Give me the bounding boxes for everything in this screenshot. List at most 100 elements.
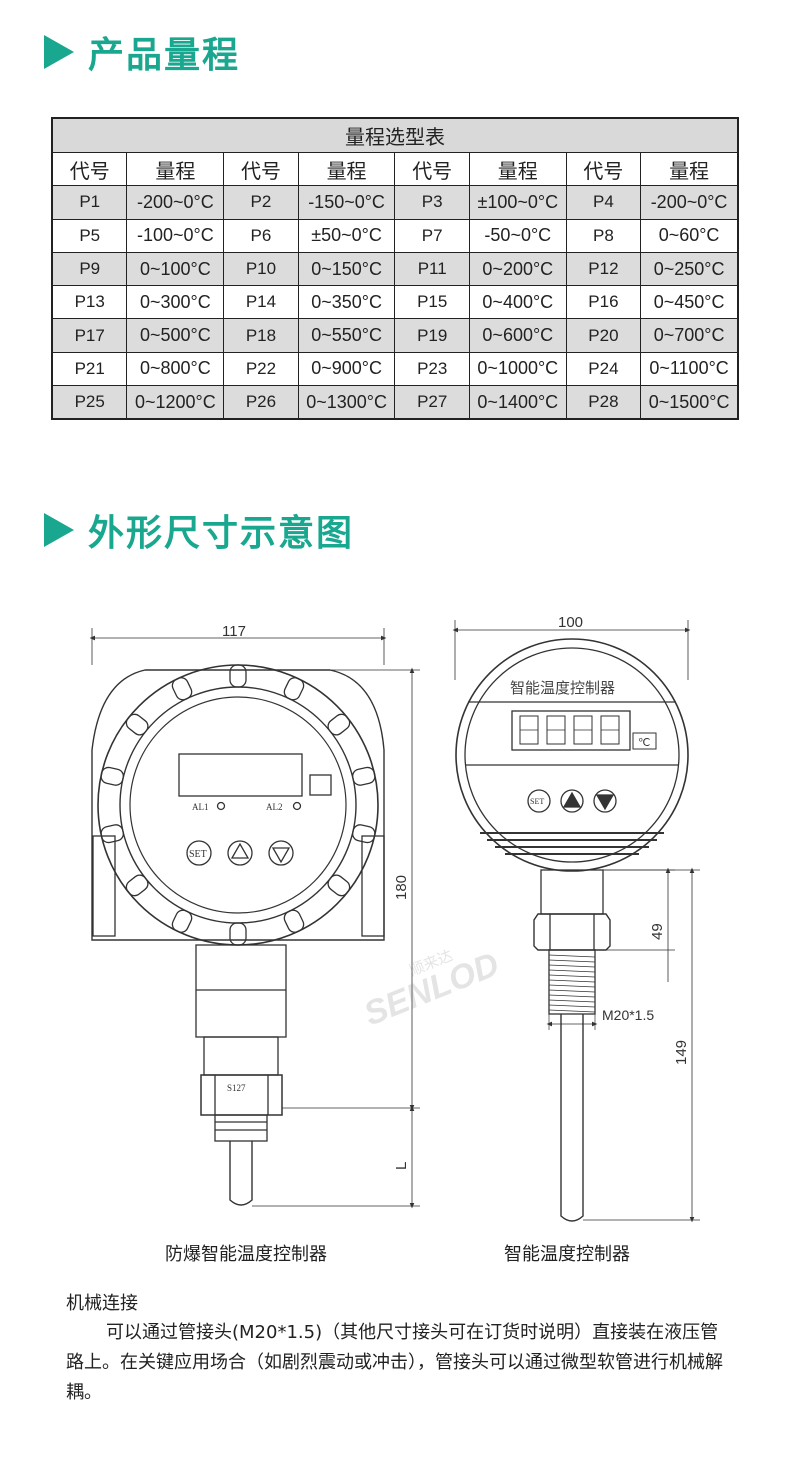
cell-range: 0~800°C	[126, 351, 225, 387]
cell-range: 0~1500°C	[640, 385, 739, 420]
section-heading-dimensions: 外形尺寸示意图	[44, 504, 354, 556]
cell-range: 0~1100°C	[640, 351, 739, 387]
cell-range: 0~400°C	[468, 285, 567, 320]
smart-controller-drawing	[452, 620, 700, 1223]
mechanical-connection-body: 可以通过管接头(M20*1.5)（其他尺寸接头可在订货时说明）直接装在液压管路上…	[66, 1322, 723, 1403]
dim-49: 49	[649, 923, 666, 940]
cell-range: -50~0°C	[468, 218, 567, 253]
bolt-lug	[229, 664, 247, 688]
thread-line	[548, 969, 596, 973]
caption-explosion-proof-controller: 防爆智能温度控制器	[165, 1244, 327, 1265]
bolt-lug	[171, 677, 193, 701]
cell-code: P13	[51, 285, 128, 320]
cell-code: P11	[394, 251, 470, 287]
cell-range: 0~350°C	[297, 285, 396, 320]
cell-code: P20	[565, 318, 642, 353]
bolt-lug	[125, 874, 149, 897]
cell-range: ±50~0°C	[297, 218, 396, 253]
bolt-lug	[327, 713, 351, 736]
cell-code: P4	[565, 185, 642, 220]
cell-code: P1	[51, 185, 128, 220]
thread-line	[548, 954, 596, 958]
thread-line	[548, 989, 596, 993]
cell-range: ±100~0°C	[468, 185, 567, 220]
cell-range: 0~150°C	[297, 251, 396, 287]
unit-label: ℃	[638, 737, 650, 749]
header-range: 量程	[297, 151, 396, 187]
set-label: SET	[189, 849, 207, 860]
cell-code: P26	[223, 385, 299, 420]
cell-range: 0~600°C	[468, 318, 567, 353]
cell-range: 0~700°C	[640, 318, 739, 353]
bolt-lug	[327, 874, 351, 897]
thread-line	[548, 979, 596, 983]
triangle-bullet-icon	[44, 513, 74, 547]
al1-label: AL1	[192, 802, 209, 812]
bolt-lug	[100, 766, 125, 786]
cell-range: 0~200°C	[468, 251, 567, 287]
header-range: 量程	[468, 151, 567, 187]
cell-code: P14	[223, 285, 299, 320]
thread-line	[548, 1009, 596, 1013]
thread-line	[548, 994, 596, 998]
section-heading-range: 产品量程	[44, 26, 240, 78]
cell-range: 0~500°C	[126, 318, 225, 353]
cell-code: P28	[565, 385, 642, 420]
table-caption: 量程选型表	[51, 117, 739, 153]
cell-range: 0~1200°C	[126, 385, 225, 420]
brand-watermark: SENLOD 顺来达 SENLOD 顺来达	[359, 945, 505, 1033]
cell-code: P6	[223, 218, 299, 253]
cell-range: 0~300°C	[126, 285, 225, 320]
bolt-lug	[351, 824, 376, 844]
cell-code: P5	[51, 218, 128, 253]
cell-code: P21	[51, 351, 128, 387]
cell-range: -200~0°C	[126, 185, 225, 220]
cell-code: P15	[394, 285, 470, 320]
header-range: 量程	[126, 151, 225, 187]
cell-code: P8	[565, 218, 642, 253]
bolt-lug	[171, 909, 193, 933]
cell-code: P17	[51, 318, 128, 353]
triangle-bullet-icon	[44, 35, 74, 69]
bolt-lug	[229, 922, 247, 946]
mechanical-connection-heading: 机械连接	[66, 1293, 138, 1314]
cell-range: -200~0°C	[640, 185, 739, 220]
cell-code: P19	[394, 318, 470, 353]
cell-range: 0~100°C	[126, 251, 225, 287]
bolt-lug	[100, 824, 125, 844]
thread-line	[548, 959, 596, 963]
header-code: 代号	[394, 151, 470, 187]
cell-range: 0~250°C	[640, 251, 739, 287]
dim-width-117: 117	[222, 623, 246, 640]
header-range: 量程	[640, 151, 739, 187]
cell-code: P23	[394, 351, 470, 387]
bolt-lug	[125, 713, 149, 736]
cell-range: 0~1400°C	[468, 385, 567, 420]
cell-code: P9	[51, 251, 128, 287]
thread-line	[548, 1004, 596, 1008]
thread-line	[548, 999, 596, 1003]
cell-code: P25	[51, 385, 128, 420]
cell-range: 0~60°C	[640, 218, 739, 253]
cell-range: -100~0°C	[126, 218, 225, 253]
cell-code: P2	[223, 185, 299, 220]
caption-smart-controller: 智能温度控制器	[504, 1244, 630, 1265]
header-code: 代号	[565, 151, 642, 187]
cell-code: P18	[223, 318, 299, 353]
cell-range: 0~450°C	[640, 285, 739, 320]
bolt-lug	[351, 766, 376, 786]
dim-height-180: 180	[393, 875, 410, 900]
face-title: 智能温度控制器	[510, 679, 615, 697]
cell-range: 0~900°C	[297, 351, 396, 387]
cell-code: P16	[565, 285, 642, 320]
cell-range: 0~1300°C	[297, 385, 396, 420]
cell-range: -150~0°C	[297, 185, 396, 220]
cell-code: P12	[565, 251, 642, 287]
cell-code: P22	[223, 351, 299, 387]
thread-line	[548, 974, 596, 978]
